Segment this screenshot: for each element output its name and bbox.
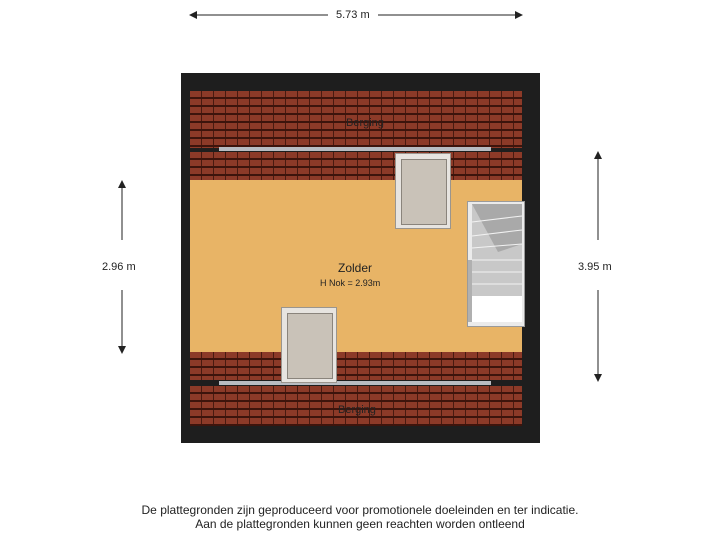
skylight-bottom-glass: [287, 313, 333, 379]
berging-bottom-label: Berging: [338, 404, 376, 416]
zolder-floor: [190, 180, 522, 352]
roof-tiles-lower: [190, 352, 522, 380]
zolder-label: Zolder: [338, 261, 373, 275]
skylight-bottom: [281, 307, 337, 383]
floor-plan: [181, 73, 540, 443]
roof-tiles-upper: [190, 152, 522, 180]
skylight-top: [395, 153, 451, 229]
disclaimer-line-2: Aan de plattegronden kunnen geen reachte…: [195, 517, 525, 531]
disclaimer-line-1: De plattegronden zijn geproduceerd voor …: [141, 503, 579, 517]
skylight-top-glass: [401, 159, 447, 225]
width-dimension-label: 5.73 m: [332, 8, 374, 22]
berging-top-label: Berging: [346, 117, 384, 129]
left-height-dimension-label: 2.96 m: [98, 260, 140, 274]
zolder-height-label: H Nok = 2.93m: [320, 278, 381, 288]
roof-tiles-top: [190, 91, 522, 148]
staircase-steps: [468, 204, 523, 322]
right-height-dimension-label: 3.95 m: [574, 260, 616, 274]
roof-tiles-bottom: [190, 386, 522, 426]
beam-bottom: [219, 381, 491, 385]
staircase: [467, 201, 525, 327]
beam-top: [219, 147, 491, 151]
